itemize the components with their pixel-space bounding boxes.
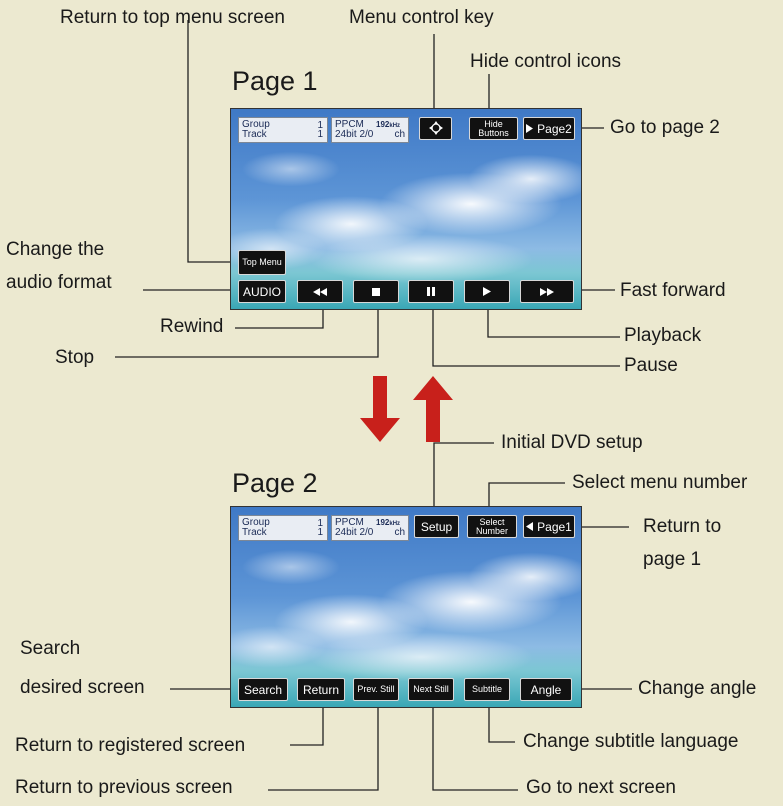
annotation-return-registered: Return to registered screen: [15, 735, 246, 756]
page2-title: Page 2: [232, 468, 318, 498]
directional-pad-icon: [428, 121, 443, 136]
annotation-return-to-page1-line1: Return to: [643, 516, 722, 537]
track-label: Track: [242, 527, 267, 538]
hide-buttons-button[interactable]: Hide Buttons: [469, 117, 518, 140]
track-number: 1: [317, 129, 323, 140]
menu-control-key-button[interactable]: [419, 117, 452, 140]
group-number: 1: [317, 518, 323, 529]
annotation-search-desired-line2: desired screen: [20, 677, 145, 698]
annotation-go-next: Go to next screen: [526, 777, 676, 798]
fast-forward-button[interactable]: [520, 280, 574, 303]
stop-icon: [372, 287, 380, 297]
top-menu-button[interactable]: Top Menu: [238, 250, 286, 275]
annotation-change-audio-format-line2: audio format: [6, 272, 112, 293]
page2-button[interactable]: Page2: [523, 117, 575, 140]
pause-icon: [427, 286, 435, 297]
page1-button-label: Page1: [537, 519, 572, 534]
annotation-rewind: Rewind: [160, 316, 224, 337]
pause-button[interactable]: [408, 280, 454, 303]
channels: 2/0: [359, 129, 374, 140]
next-still-button[interactable]: Next Still: [408, 678, 454, 701]
angle-button[interactable]: Angle: [520, 678, 572, 701]
annotation-return-to-page1-line2: page 1: [643, 549, 702, 570]
play-icon: [483, 286, 491, 297]
rewind-icon: [313, 287, 327, 297]
annotation-return-previous: Return to previous screen: [15, 777, 233, 798]
prev-still-button[interactable]: Prev. Still: [353, 678, 399, 701]
page1-button[interactable]: Page1: [523, 515, 575, 538]
group-label: Group: [242, 119, 270, 130]
audio-button[interactable]: AUDIO: [238, 280, 286, 303]
annotation-select-menu-number: Select menu number: [572, 472, 748, 493]
select-number-button[interactable]: Select Number: [467, 515, 517, 538]
annotation-go-to-page2: Go to page 2: [610, 117, 720, 138]
group-track-info: Group Track 1 1: [238, 117, 328, 143]
group-label: Group: [242, 517, 270, 528]
group-number: 1: [317, 120, 323, 131]
search-button[interactable]: Search: [238, 678, 288, 701]
subtitle-button[interactable]: Subtitle: [464, 678, 510, 701]
group-track-info: Group Track 1 1: [238, 515, 328, 541]
audio-info: PPCM 192kHz 24bit 2/0 ch: [331, 515, 409, 541]
play-button[interactable]: [464, 280, 510, 303]
annotation-hide-control-icons: Hide control icons: [470, 51, 622, 72]
page1-screen: Group Track 1 1 PPCM 192kHz 24bit 2/0 ch…: [230, 108, 582, 310]
audio-format: PPCM: [335, 517, 364, 528]
fast-forward-icon: [540, 287, 554, 297]
track-number: 1: [317, 527, 323, 538]
chevron-left-icon: [526, 521, 534, 532]
sample-rate: 192kHz: [376, 120, 401, 129]
annotation-change-angle: Change angle: [638, 678, 757, 699]
setup-button[interactable]: Setup: [414, 515, 459, 538]
chevron-right-icon: [526, 123, 534, 134]
annotation-change-subtitle: Change subtitle language: [523, 731, 739, 752]
annotation-change-audio-format-line1: Change the: [6, 239, 105, 260]
annotation-playback: Playback: [624, 325, 702, 346]
annotation-initial-dvd-setup: Initial DVD setup: [501, 432, 643, 453]
audio-format: PPCM: [335, 119, 364, 130]
audio-info: PPCM 192kHz 24bit 2/0 ch: [331, 117, 409, 143]
page2-button-label: Page2: [537, 121, 572, 136]
page1-title: Page 1: [232, 66, 318, 96]
page-switch-arrows: [360, 376, 453, 442]
annotation-pause: Pause: [624, 355, 678, 376]
stop-button[interactable]: [353, 280, 399, 303]
channels: 2/0: [359, 527, 374, 538]
ch-label: ch: [394, 129, 405, 140]
annotation-fast-forward: Fast forward: [620, 280, 726, 301]
bit-depth: 24bit: [335, 129, 357, 140]
bit-depth: 24bit: [335, 527, 357, 538]
ch-label: ch: [394, 527, 405, 538]
sample-rate: 192kHz: [376, 518, 401, 527]
annotation-return-top-menu: Return to top menu screen: [60, 7, 285, 28]
rewind-button[interactable]: [297, 280, 343, 303]
annotation-stop: Stop: [55, 347, 95, 368]
annotation-menu-control-key: Menu control key: [349, 7, 494, 28]
page2-screen: Group Track 1 1 PPCM 192kHz 24bit 2/0 ch…: [230, 506, 582, 708]
track-label: Track: [242, 129, 267, 140]
annotation-search-desired-line1: Search: [20, 638, 81, 659]
return-button[interactable]: Return: [297, 678, 345, 701]
